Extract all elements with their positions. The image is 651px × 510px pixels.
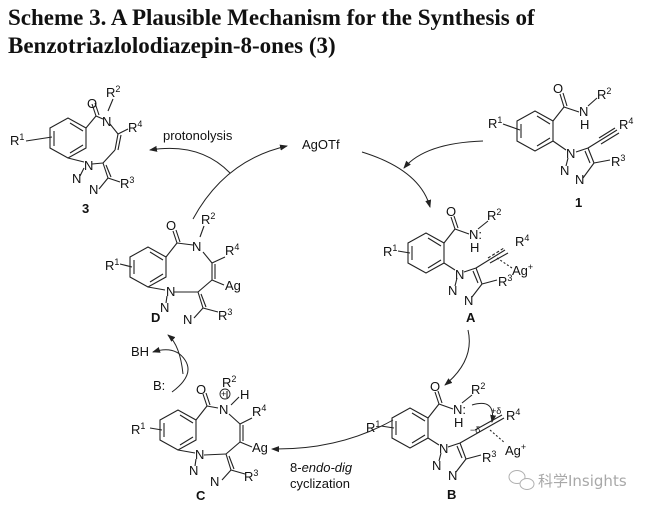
compound-label-1: 1 bbox=[575, 195, 582, 210]
substituent-label: R3 bbox=[244, 468, 258, 484]
substituent-label: R1 bbox=[131, 421, 145, 437]
substituent-label: R4 bbox=[619, 116, 633, 132]
atom-label: O bbox=[446, 204, 456, 219]
atom-label: O bbox=[166, 218, 176, 233]
substituent-label: R3 bbox=[120, 175, 134, 191]
partial-negative-label: −δ bbox=[470, 425, 480, 435]
compound-3-structure bbox=[25, 98, 129, 190]
compound-a-structure bbox=[397, 215, 513, 298]
compound-label-d: D bbox=[151, 310, 160, 325]
atom-label: N bbox=[84, 158, 93, 173]
atom-label: N bbox=[432, 458, 441, 473]
substituent-label: R2 bbox=[222, 374, 236, 390]
atom-label: N bbox=[192, 239, 201, 254]
atom-label: N bbox=[189, 463, 198, 478]
watermark-text: 科学Insights bbox=[538, 472, 627, 490]
atom-label: N bbox=[575, 172, 584, 187]
atom-label: H bbox=[240, 387, 249, 402]
atom-label: N bbox=[72, 171, 81, 186]
substrate-entry-arrow bbox=[403, 140, 484, 169]
atom-label: N bbox=[455, 267, 464, 282]
step-label-protonolysis: protonolysis bbox=[163, 128, 233, 143]
substituent-label: R1 bbox=[105, 257, 119, 273]
positive-charge-icon bbox=[219, 388, 231, 400]
atom-label: N bbox=[160, 300, 169, 315]
step-label-cyclization: 8-endo-dig bbox=[290, 460, 353, 475]
substituent-label: R4 bbox=[128, 119, 142, 135]
a-to-b-arrow bbox=[444, 329, 470, 386]
atom-label: N bbox=[439, 441, 448, 456]
atom-label: N bbox=[183, 312, 192, 327]
wechat-icon bbox=[508, 470, 535, 490]
atom-label: O bbox=[430, 379, 440, 394]
atom-label: H bbox=[454, 415, 463, 430]
atom-label: N bbox=[560, 163, 569, 178]
substituent-label: R1 bbox=[366, 419, 380, 435]
scheme-title-line1: Scheme 3. A Plausible Mechanism for the … bbox=[8, 5, 535, 30]
substituent-label: R4 bbox=[506, 407, 520, 423]
atom-label: O bbox=[87, 96, 97, 111]
compound-label-3: 3 bbox=[82, 201, 89, 216]
scheme-title: Scheme 3. A Plausible Mechanism for the … bbox=[8, 4, 535, 60]
metal-label: Ag bbox=[225, 278, 241, 293]
atom-label: H bbox=[470, 240, 479, 255]
atom-label: N bbox=[566, 146, 575, 161]
atom-label: N bbox=[195, 447, 204, 462]
atom-label: H bbox=[580, 117, 589, 132]
atom-label: N bbox=[102, 114, 111, 129]
step-label-cyclization-line2: cyclization bbox=[290, 476, 350, 491]
coordination-arrow bbox=[361, 151, 432, 208]
substituent-label: R2 bbox=[597, 86, 611, 102]
substituent-label: R4 bbox=[225, 242, 239, 258]
substituent-label: R3 bbox=[218, 307, 232, 323]
base-label: B: bbox=[153, 378, 165, 393]
atom-label: O bbox=[196, 382, 206, 397]
substituent-label: R1 bbox=[488, 115, 502, 131]
proton-transfer-arrow bbox=[152, 347, 189, 393]
compound-label-c: C bbox=[196, 488, 206, 503]
compound-1-structure bbox=[502, 92, 620, 179]
scheme-title-line2: Benzotriazlolodiazepin-8-ones (3) bbox=[8, 33, 336, 58]
substituent-label: R3 bbox=[498, 273, 512, 289]
substituent-label: R2 bbox=[471, 381, 485, 397]
compound-c-structure bbox=[149, 388, 253, 481]
catalyst-label: AgOTf bbox=[302, 137, 340, 152]
atom-label: N bbox=[166, 284, 175, 299]
substituent-label: R2 bbox=[487, 207, 501, 223]
substituent-label: R2 bbox=[106, 84, 120, 100]
atom-label: N bbox=[579, 104, 588, 119]
regeneration-arrow bbox=[192, 144, 288, 220]
substituent-label: R1 bbox=[10, 132, 24, 148]
silver-cation-label: Ag+ bbox=[512, 262, 533, 278]
metal-label: Ag bbox=[252, 440, 268, 455]
substituent-label: R1 bbox=[383, 243, 397, 259]
atom-label: N bbox=[89, 182, 98, 197]
atom-label: N bbox=[210, 474, 219, 489]
charge-label: + bbox=[221, 389, 226, 399]
substituent-label: R4 bbox=[252, 403, 266, 419]
substituent-label: R3 bbox=[611, 153, 625, 169]
compound-label-a: A bbox=[466, 310, 476, 325]
atom-label: N bbox=[448, 468, 457, 483]
substituent-label: R3 bbox=[482, 449, 496, 465]
compound-label-b: B bbox=[447, 487, 456, 502]
c-to-d-arrow bbox=[167, 334, 184, 375]
atom-label: O bbox=[553, 81, 563, 96]
protonolysis-arrow bbox=[149, 145, 231, 174]
silver-cation-label: Ag+ bbox=[505, 442, 526, 458]
compound-d-structure bbox=[119, 225, 226, 319]
atom-label: N bbox=[448, 283, 457, 298]
atom-label: N bbox=[464, 293, 473, 308]
conjugate-acid-label: BH bbox=[131, 344, 149, 359]
atom-label: N: bbox=[469, 227, 482, 242]
atom-label: N bbox=[219, 402, 228, 417]
substituent-label: R4 bbox=[515, 233, 529, 249]
atom-label: N: bbox=[453, 402, 466, 417]
partial-positive-label: +δ bbox=[491, 406, 501, 416]
substituent-label: R2 bbox=[201, 211, 215, 227]
nucleophilic-attack-arrow bbox=[471, 402, 497, 423]
compound-b-structure bbox=[380, 390, 506, 473]
